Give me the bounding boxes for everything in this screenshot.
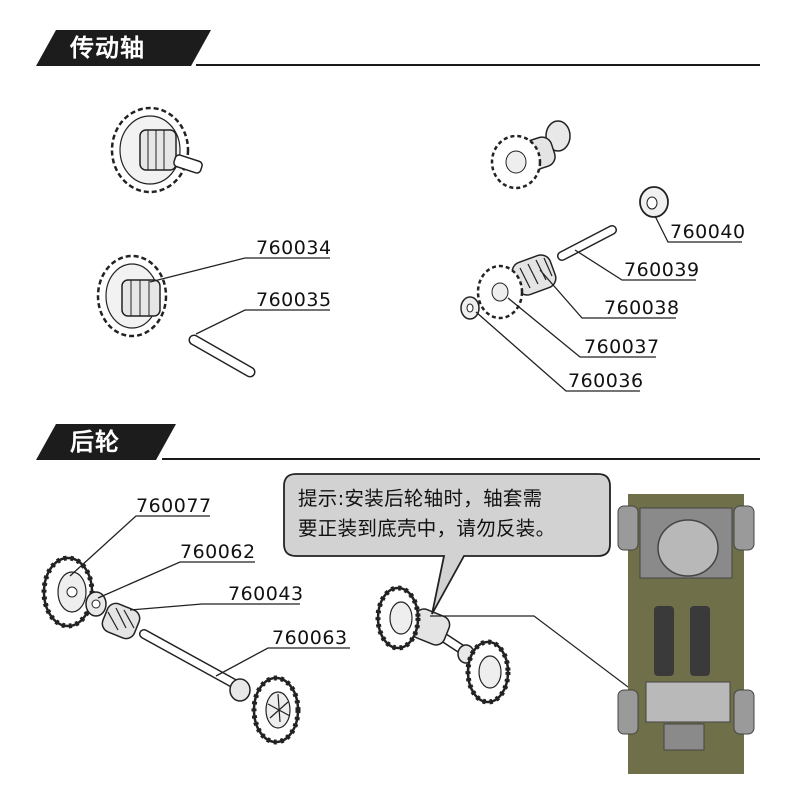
part-label-760035: 760035	[256, 289, 332, 311]
hub-760062-illustration	[85, 591, 107, 617]
section-divider	[196, 64, 760, 66]
assembled-worm-gear-illustration	[490, 120, 571, 190]
assembled-rear-axle-illustration	[375, 585, 511, 705]
section-title: 后轮	[70, 428, 120, 456]
gear-760043-illustration	[101, 602, 141, 640]
nut-illustration	[229, 678, 251, 702]
wheel-760077-illustration	[41, 555, 95, 629]
section-tab-shape	[36, 30, 211, 66]
bushing-760036-illustration	[460, 296, 480, 320]
section-tab-shape	[36, 424, 176, 460]
part-label-760063: 760063	[272, 627, 348, 649]
part-label-760034: 760034	[256, 237, 332, 259]
part-label-760043: 760043	[228, 583, 304, 605]
chassis-illustration	[617, 494, 755, 774]
assembled-gear-illustration	[110, 106, 203, 194]
shaft-760035-illustration	[188, 334, 256, 378]
note-text: 提示:安装后轮轴时，轴套需 要正装到底壳中，请勿反装。	[298, 484, 603, 544]
axle-760063-illustration	[139, 629, 247, 693]
part-label-760077: 760077	[136, 495, 212, 517]
note-line-1: 提示:安装后轮轴时，轴套需	[298, 487, 543, 510]
leader-lines	[149, 215, 742, 392]
section-divider	[162, 458, 760, 460]
part-label-760062: 760062	[180, 541, 256, 563]
wheel-right-illustration	[251, 675, 301, 745]
part-label-760039: 760039	[624, 259, 700, 281]
callout-bubble	[283, 473, 611, 615]
shaft-760039-illustration	[557, 225, 617, 261]
part-label-760036: 760036	[568, 370, 644, 392]
bushing-760040-illustration	[639, 186, 669, 218]
leader-lines	[69, 515, 350, 677]
gear-760037-illustration	[476, 264, 524, 320]
section-header-drive-shaft: 传动轴	[36, 30, 211, 66]
section-header-rear-wheel: 后轮	[36, 424, 176, 460]
leader-line	[430, 615, 641, 697]
installation-note-callout: 提示:安装后轮轴时，轴套需 要正装到底壳中，请勿反装。	[283, 473, 611, 615]
note-line-2: 要正装到底壳中，请勿反装。	[298, 517, 556, 540]
part-label-760038: 760038	[604, 297, 680, 319]
gear-760034-illustration	[96, 254, 168, 338]
part-label-760037: 760037	[584, 336, 660, 358]
section-title: 传动轴	[70, 34, 145, 62]
part-label-760040: 760040	[670, 221, 746, 243]
